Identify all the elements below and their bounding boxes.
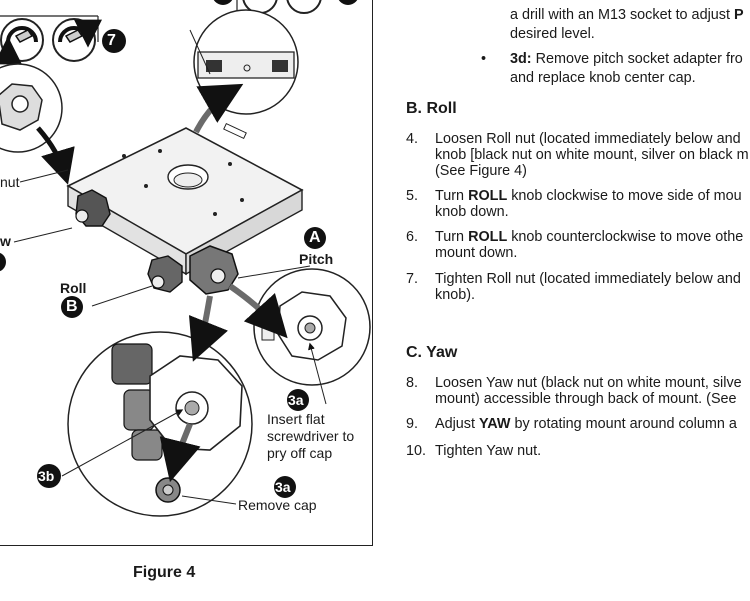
figure-caption: Figure 4 xyxy=(133,564,196,581)
yaw-knob xyxy=(75,189,111,227)
remove-cap-label: Remove cap xyxy=(238,497,317,513)
step-5-number: 5. xyxy=(406,188,419,204)
figure-illustration xyxy=(0,0,371,517)
step-10-number: 10. xyxy=(406,443,427,459)
detail-circle-left xyxy=(0,63,63,153)
badge-b: B xyxy=(66,298,78,315)
figure-frame xyxy=(0,0,373,546)
step-3d-bullet: • xyxy=(481,51,487,67)
insert-screwdriver-label-3: pry off cap xyxy=(267,445,333,461)
step-3d-line-1: 3d: Remove pitch socket adapter fro xyxy=(510,51,743,67)
step-6-line-1: Turn ROLL knob counterclockwise to move … xyxy=(435,229,744,245)
section-heading-roll: B. Roll xyxy=(406,100,457,117)
section-heading-yaw: C. Yaw xyxy=(406,344,458,361)
step-6-number: 6. xyxy=(406,229,419,245)
step-8-number: 8. xyxy=(406,375,419,391)
detail-circle-bottom xyxy=(67,331,253,517)
step-10-line-1: Tighten Yaw nut. xyxy=(435,443,542,459)
step-3d-line-2: and replace knob center cap. xyxy=(510,70,696,86)
roll-knob xyxy=(147,255,183,293)
step-5-line-1: Turn ROLL knob clockwise to move side of… xyxy=(435,188,742,204)
step-7-line-2: knob). xyxy=(435,287,475,303)
step-8-line-1: Loosen Yaw nut (black nut on white mount… xyxy=(435,375,742,391)
step-5-line-2: knob down. xyxy=(435,204,509,220)
step-3c-line-2: desired level. xyxy=(510,26,595,42)
rotate-tool-icons xyxy=(0,15,102,65)
step-8-line-2: mount) accessible through back of mount.… xyxy=(435,391,737,407)
badge-a: A xyxy=(309,229,321,246)
step-6-line-2: mount down. xyxy=(435,245,518,261)
w-label: w xyxy=(0,233,11,249)
step-4-line-1: Loosen Roll nut (located immediately bel… xyxy=(435,131,741,147)
pitch-label: Pitch xyxy=(299,251,334,267)
step-4-line-3: (See Figure 4) xyxy=(435,163,527,179)
detail-circle-top xyxy=(193,9,299,115)
step-7-line-1: Tighten Roll nut (located immediately be… xyxy=(435,271,741,287)
step-4-number: 4. xyxy=(406,131,419,147)
step-7-number: 7. xyxy=(406,271,419,287)
nut-label: nut xyxy=(0,174,20,190)
step-9-line-1: Adjust YAW by rotating mount around colu… xyxy=(435,416,737,432)
detail-circle-right xyxy=(253,268,371,386)
step-9-number: 9. xyxy=(406,416,419,432)
roll-label: Roll xyxy=(60,280,87,296)
step-4-line-2: knob [black nut on white mount, silver o… xyxy=(435,147,749,163)
badge-7: 7 xyxy=(107,32,116,49)
badge-3b: 3b xyxy=(38,468,55,484)
insert-screwdriver-label-1: Insert flat xyxy=(267,411,325,427)
insert-screwdriver-label-2: screwdriver to xyxy=(267,428,355,444)
step-3c-line-1: a drill with an M13 socket to adjust P xyxy=(510,7,744,23)
badge-3a-bottom: 3a xyxy=(275,479,291,495)
badge-3a-top: 3a xyxy=(288,392,304,408)
pitch-knob xyxy=(189,245,239,295)
